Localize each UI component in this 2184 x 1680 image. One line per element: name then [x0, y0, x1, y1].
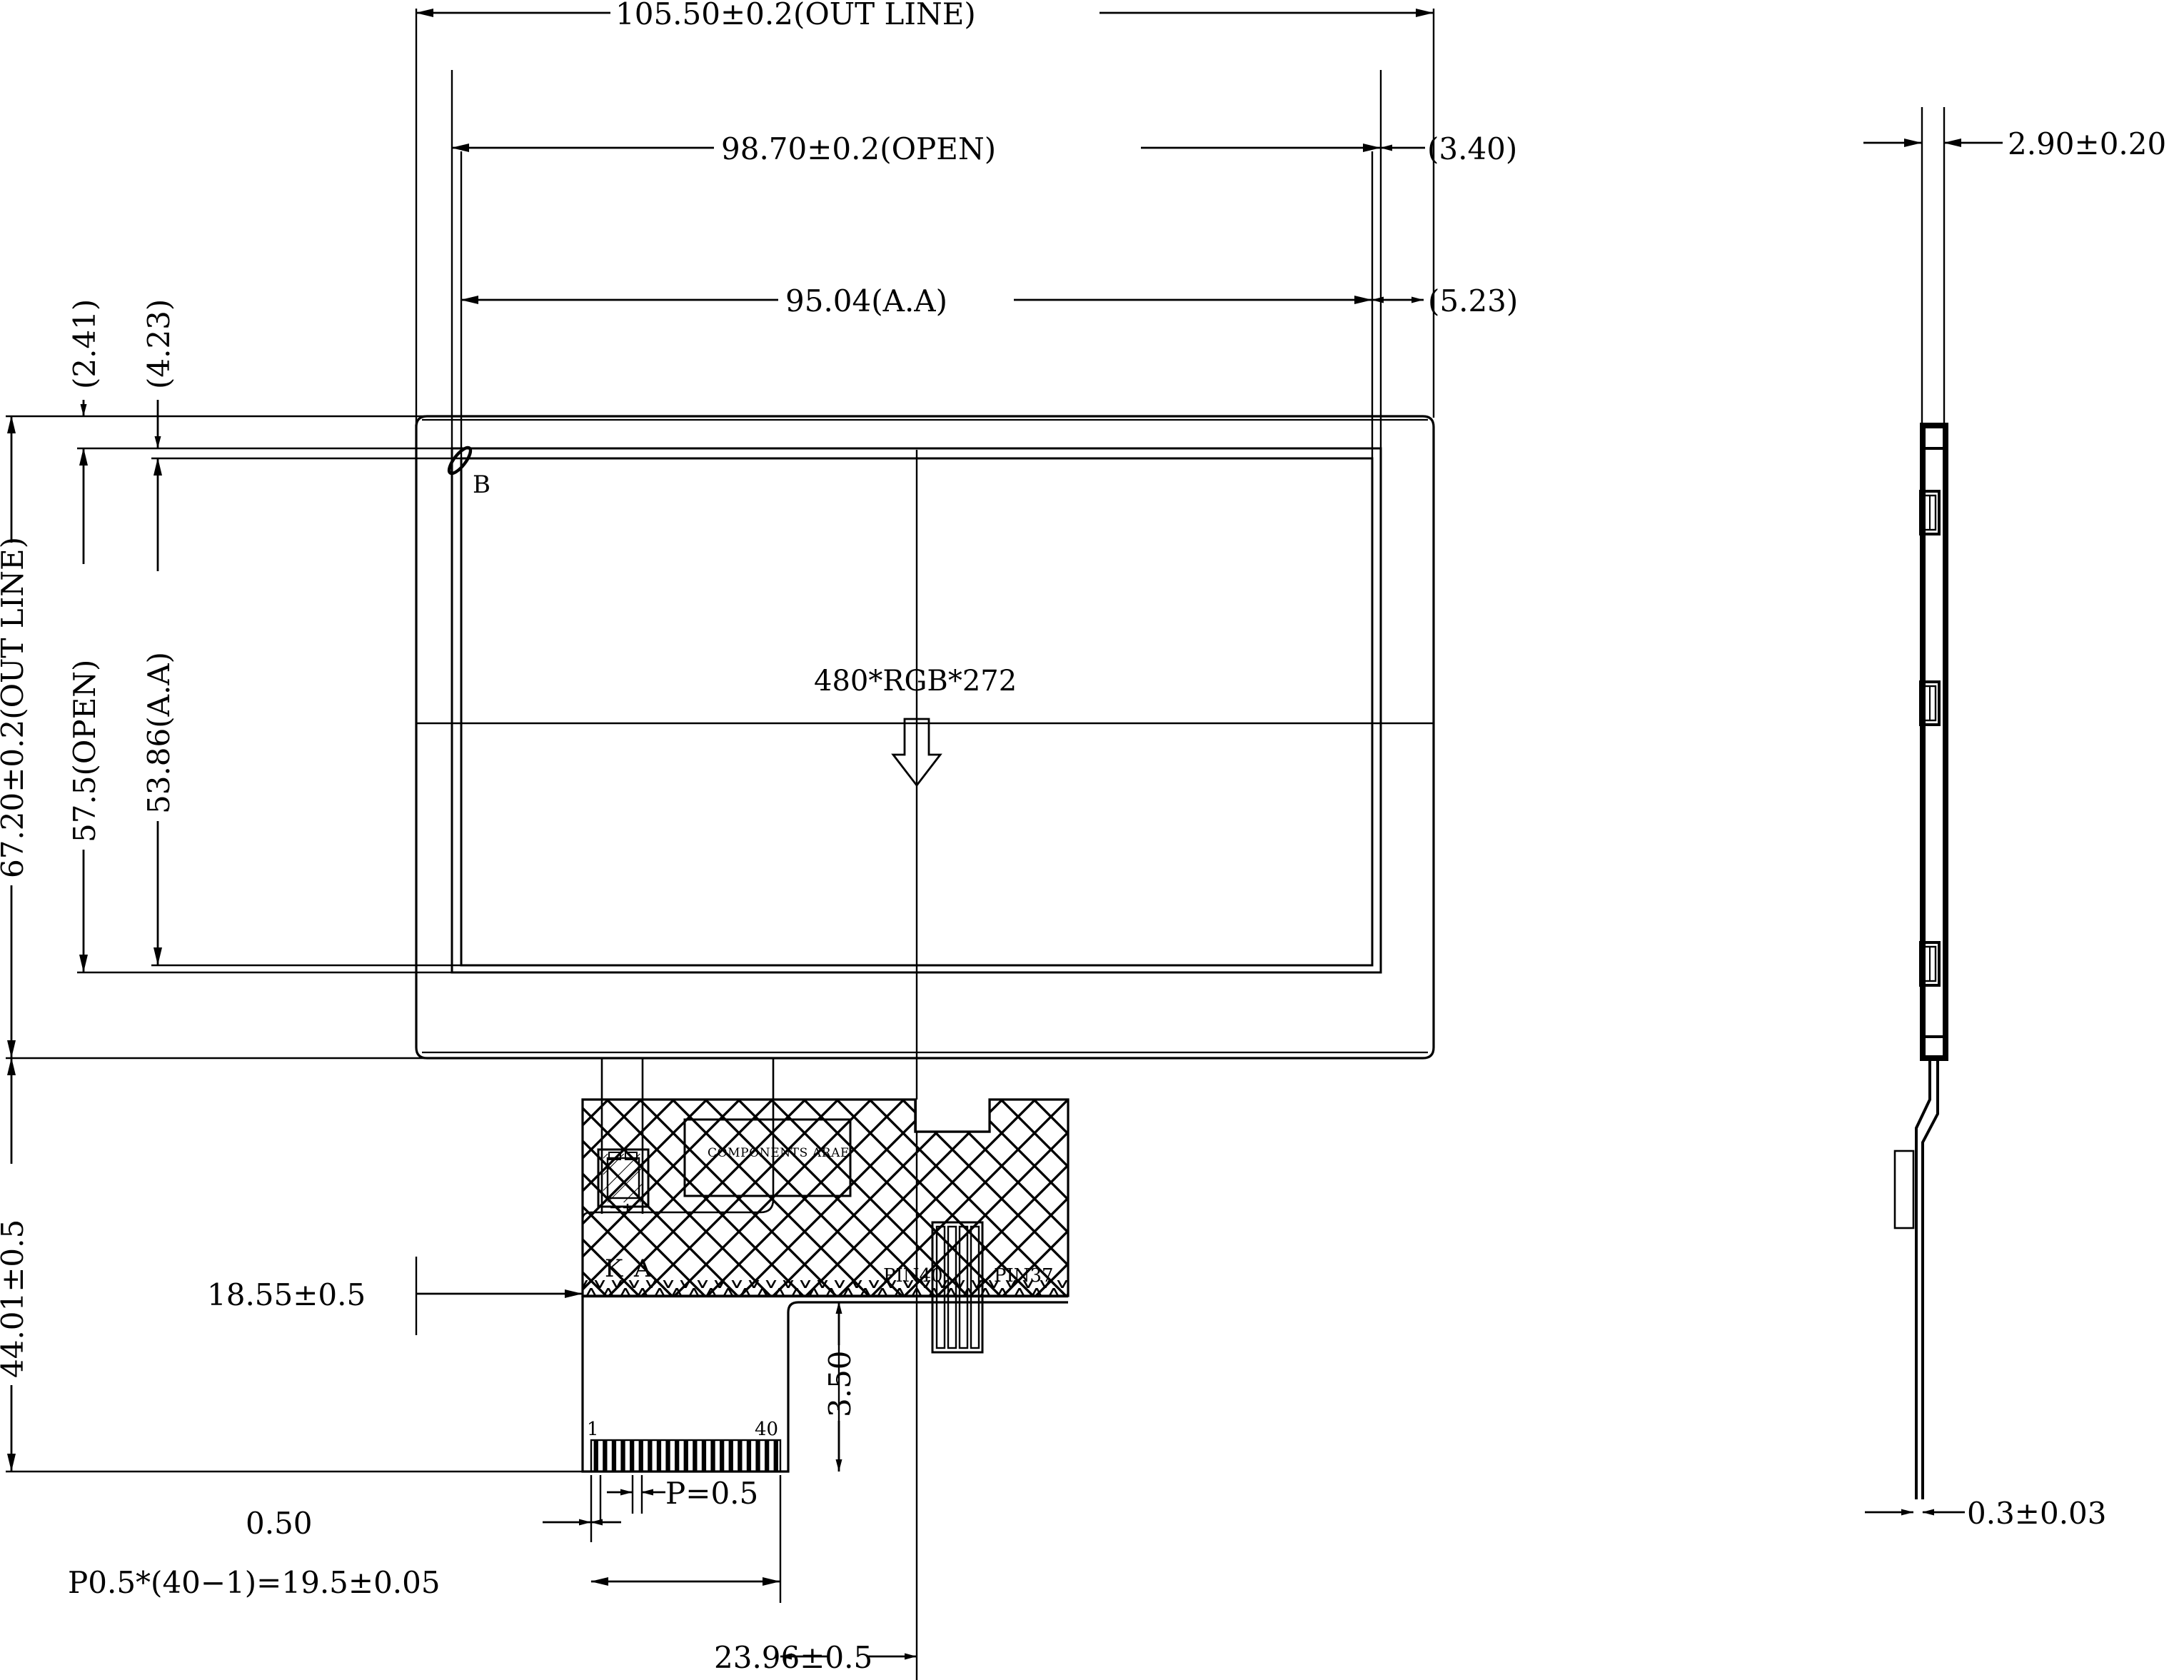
- fpc-notch: [917, 1100, 990, 1132]
- components-area-box: [683, 1118, 852, 1197]
- left-dimension-group: 67.20±0.2(OUT LINE) 57.5(OPEN) (2.41) 53…: [0, 299, 593, 1473]
- fpc-contact-pins-outline: [590, 1439, 782, 1473]
- side-fpc-tail-left: [1915, 1058, 1931, 1499]
- dim-label-fpc-tail-height: 3.50: [822, 1350, 857, 1417]
- fpc-contact-pins: [591, 1440, 780, 1472]
- dim-label-aa-height: 53.86(A.A): [141, 652, 176, 814]
- dim-label-open-height: 57.5(OPEN): [67, 660, 102, 842]
- side-view-geometry: 2.90±0.20 0.3±0.03: [1863, 107, 2166, 1531]
- dim-label-fpc-center-offset: 23.96±0.5: [714, 1640, 872, 1675]
- fpc-assembly: COMPONENTS ARAE K A PIN40 PIN37: [581, 1058, 1070, 1473]
- side-fpc-connector-pad: [1893, 1150, 1915, 1229]
- dim-label-pitch: P=0.5: [665, 1476, 758, 1511]
- dim-label-fpc-thickness: 0.3±0.03: [1967, 1496, 2107, 1531]
- resolution-label: 480*RGB*272: [814, 665, 1017, 698]
- dim-label-pin-span: P0.5*(40−1)=19.5±0.05: [68, 1565, 441, 1600]
- backlight-connector-hatch: [603, 1154, 643, 1202]
- components-area-label: COMPONENTS ARAE: [708, 1146, 850, 1160]
- detail-b-marker: [447, 446, 473, 476]
- dim-label-right-offset-aa: (5.23): [1428, 283, 1518, 318]
- front-view-geometry: B 480*RGB*272: [415, 415, 1435, 1680]
- dim-label-fpc-length: 44.01±0.5: [0, 1219, 30, 1378]
- detail-b-label: B: [473, 471, 490, 499]
- anode-label: A: [633, 1254, 652, 1283]
- backlight-pad-a: [625, 1152, 638, 1160]
- top-dimension-group: 105.50±0.2(OUT LINE) 98.70±0.2(OPEN) (3.…: [415, 0, 1518, 464]
- dim-label-pin-width: 0.50: [246, 1506, 313, 1541]
- pin-number-last: 40: [755, 1419, 778, 1440]
- dim-label-open-width: 98.70±0.2(OPEN): [721, 131, 996, 166]
- dim-label-outline-width: 105.50±0.2(OUT LINE): [615, 0, 976, 31]
- dim-label-module-thickness: 2.90±0.20: [2008, 126, 2166, 161]
- led-symbol: [610, 1204, 632, 1212]
- dim-label-right-offset-open: (3.40): [1427, 131, 1517, 166]
- dim-label-top-offset-open: (2.41): [67, 299, 102, 389]
- fpc-bottom-sawtooth: [583, 1280, 1068, 1296]
- side-fpc-tail-right: [1921, 1058, 1939, 1499]
- fpc-dimension-group: 18.55±0.5 3.50 0.50 P=0.5 P0.5*(40−1)=19…: [68, 1257, 917, 1675]
- backlight-pad-k: [608, 1152, 621, 1160]
- backlight-connector-inner: [606, 1157, 640, 1199]
- fpc-notch-outline: [914, 1100, 991, 1133]
- dim-label-top-offset-aa: (4.23): [141, 299, 176, 389]
- view-direction-arrow: [891, 718, 942, 788]
- side-module-body: [1920, 423, 1948, 1061]
- fpc-tail-outline: [581, 1296, 1068, 1473]
- cathode-label: K: [605, 1254, 623, 1283]
- module-outline: [415, 415, 1435, 1060]
- dim-label-aa-width: 95.04(A.A): [785, 283, 947, 318]
- dim-label-fpc-left-offset: 18.55±0.5: [207, 1277, 366, 1312]
- side-detail-tabs: [1919, 490, 1941, 987]
- pin-number-first: 1: [587, 1419, 599, 1440]
- dim-label-outline-height: 67.20±0.2(OUT LINE): [0, 537, 30, 878]
